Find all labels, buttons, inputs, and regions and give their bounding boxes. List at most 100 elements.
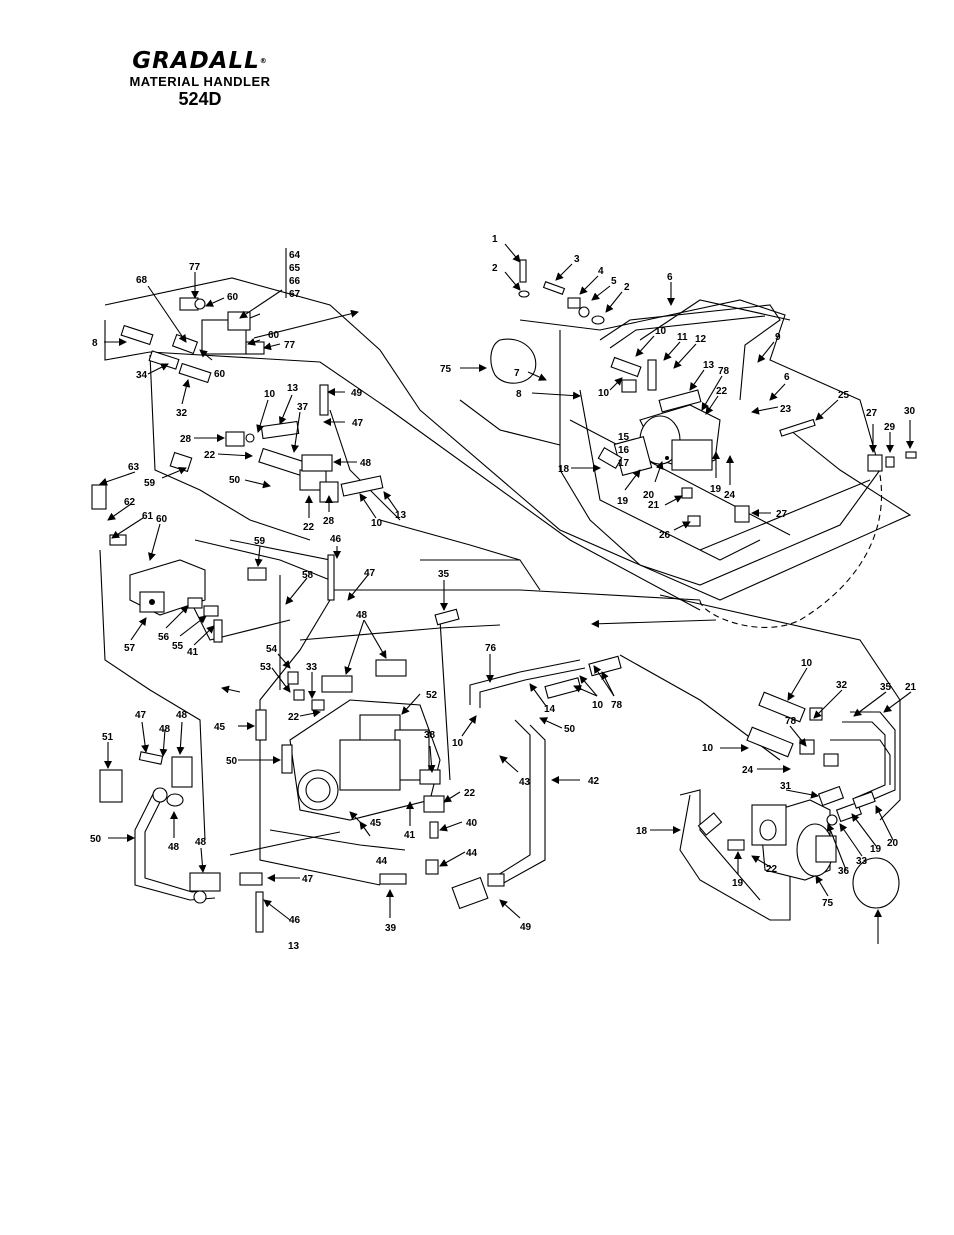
- callout: 26: [659, 530, 671, 541]
- callout: 13: [288, 941, 300, 952]
- check-valve-68: [171, 333, 199, 355]
- diagram-subtitle: MATERIAL HANDLER: [129, 74, 271, 89]
- bracket-25: [779, 418, 816, 437]
- hose-fitting-32: [178, 362, 212, 384]
- callout: 28: [180, 434, 192, 445]
- bolt-46-top: [327, 554, 335, 601]
- title-block: GRADALL® MATERIAL HANDLER 524D: [110, 48, 290, 109]
- callout: 46: [289, 915, 301, 926]
- callout: 13: [703, 360, 715, 371]
- callout: 47: [352, 418, 364, 429]
- callout: 59: [254, 536, 266, 547]
- hose-13-upper: [260, 420, 300, 440]
- callout: 47: [364, 568, 376, 579]
- callout: 48: [195, 837, 207, 848]
- callout: 65: [289, 263, 301, 274]
- main-pump-52: [289, 699, 445, 821]
- callout: 19: [710, 484, 722, 495]
- fittings-24-33-36: [817, 785, 876, 826]
- callout: 47: [302, 874, 314, 885]
- callout: 35: [880, 682, 892, 693]
- callout: 49: [351, 388, 363, 399]
- callout: 10: [371, 518, 383, 529]
- callout: 19: [617, 496, 629, 507]
- callout: 5: [611, 276, 617, 287]
- tube-end-50-left: [166, 793, 184, 807]
- callout: 13: [395, 510, 407, 521]
- callout: 10: [655, 326, 667, 337]
- callout: 24: [724, 490, 736, 501]
- callout: 30: [904, 406, 916, 417]
- elbow-fitting-77-top: [179, 297, 206, 311]
- bolts-46-49-lower: [138, 751, 264, 933]
- callout: 32: [176, 408, 188, 419]
- callout: 33: [856, 856, 868, 867]
- brand-logo: GRADALL®: [132, 48, 268, 74]
- callout: 6: [784, 372, 790, 383]
- callout: 36: [838, 866, 850, 877]
- callout: 31: [780, 781, 792, 792]
- fittings-21-26: [681, 487, 701, 527]
- callout: 64: [289, 250, 301, 261]
- tube-38: [451, 719, 546, 910]
- callout: 33: [306, 662, 318, 673]
- callout: 48: [159, 724, 171, 735]
- callout: 3: [574, 254, 580, 265]
- hose-end-8: [120, 324, 154, 346]
- callout-labels: 1 2 3 4 5 2 6 75 7 10 11 12 8 13 78 9 6 …: [90, 234, 917, 952]
- bracket-27-upper: [867, 451, 917, 472]
- hoses-10-13-upper: [610, 356, 702, 413]
- callout: 22: [288, 712, 300, 723]
- callout: 19: [732, 878, 744, 889]
- callout: 2: [624, 282, 630, 293]
- callout: 22: [464, 788, 476, 799]
- callout: 60: [214, 369, 226, 380]
- callout: 53: [260, 662, 272, 673]
- callout: 32: [836, 680, 848, 691]
- callout: 50: [226, 756, 238, 767]
- callout: 34: [136, 370, 148, 381]
- callout: 48: [176, 710, 188, 721]
- callout: 13: [287, 383, 299, 394]
- fitting-18-upper: [597, 447, 623, 469]
- bolt-49-upper: [319, 384, 329, 416]
- callout: 6: [667, 272, 673, 283]
- callout: 56: [158, 632, 170, 643]
- callout: 24: [742, 765, 754, 776]
- callout: 77: [284, 340, 296, 351]
- callout: 50: [90, 834, 102, 845]
- callout: 66: [289, 276, 301, 287]
- callout: 44: [466, 848, 478, 859]
- callout: 7: [514, 368, 520, 379]
- callout: 77: [189, 262, 201, 273]
- manifold-37: [258, 447, 384, 503]
- cover-plate-75-bottom: [852, 857, 900, 909]
- callout: 44: [376, 856, 388, 867]
- callout: 55: [172, 641, 184, 652]
- callout: 78: [785, 716, 797, 727]
- callout: 62: [124, 497, 136, 508]
- callout: 9: [775, 332, 781, 343]
- callout: 59: [144, 478, 156, 489]
- callout: 12: [695, 334, 707, 345]
- callout: 28: [323, 516, 335, 527]
- callout: 75: [440, 364, 452, 375]
- callout: 40: [466, 818, 478, 829]
- pump-outlet-fittings: [379, 821, 439, 885]
- callout: 19: [870, 844, 882, 855]
- callout: 17: [618, 458, 630, 469]
- solenoid-valve: [201, 311, 261, 355]
- cover-plate-75-top: [490, 338, 537, 384]
- callout: 11: [677, 332, 688, 343]
- callout: 22: [716, 386, 728, 397]
- callout: 21: [648, 500, 660, 511]
- callout: 68: [136, 275, 148, 286]
- callout: 76: [485, 643, 497, 654]
- callout: 25: [838, 390, 850, 401]
- callout: 29: [884, 422, 896, 433]
- callout: 51: [102, 732, 114, 743]
- callout: 50: [229, 475, 241, 486]
- callout: 27: [866, 408, 878, 419]
- callout: 18: [636, 826, 648, 837]
